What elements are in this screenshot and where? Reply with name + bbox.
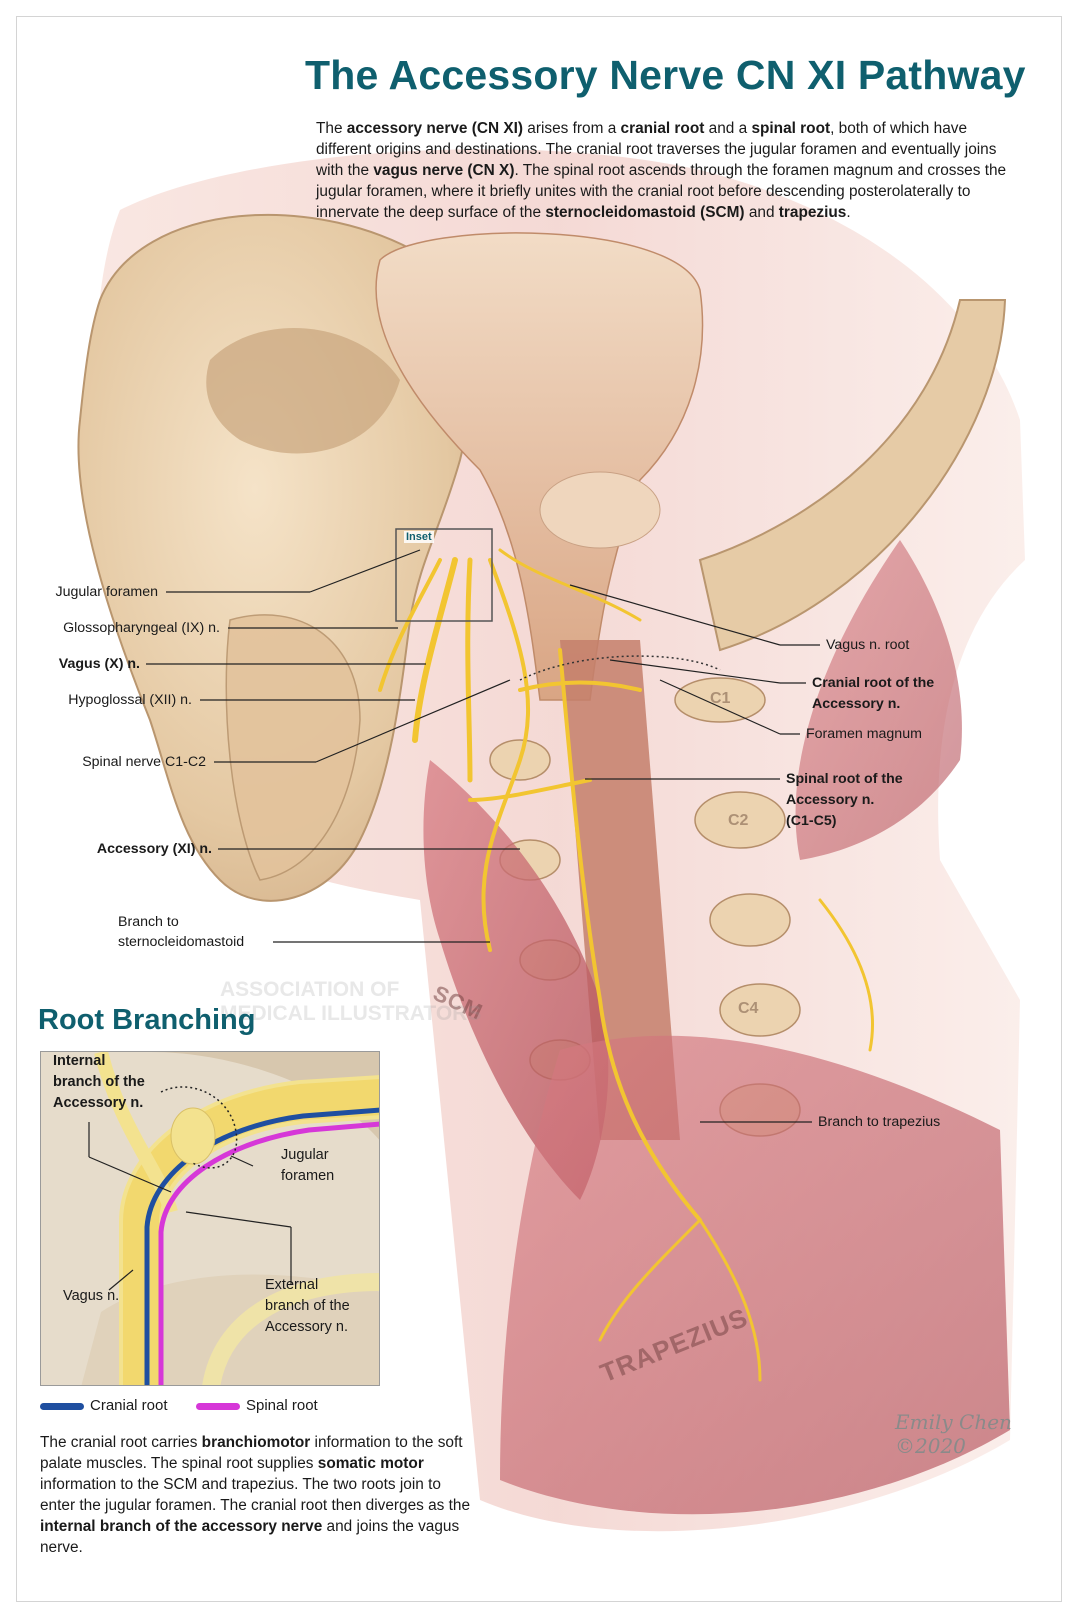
summary-segment: information to the SCM and trapezius. Th… <box>40 1476 471 1514</box>
vertebra-label-c2: C2 <box>728 812 749 829</box>
label-cranial-root-line1: Cranial root of the <box>812 675 935 691</box>
inset-label-internal-line2: branch of the <box>53 1074 145 1090</box>
inset-label-vagus: Vagus n. <box>63 1288 120 1304</box>
intro-segment: sternocleidomastoid (SCM) <box>545 204 745 221</box>
inset-label-internal-line3: Accessory n. <box>53 1095 144 1111</box>
page-title: The Accessory Nerve CN XI Pathway <box>305 52 1026 98</box>
intro-segment: and a <box>704 120 752 137</box>
inset-marker-box <box>395 528 493 622</box>
intro-segment: arises from a <box>523 120 621 137</box>
inset-diagram <box>41 1052 379 1385</box>
legend-spinal-root: Spinal root <box>196 1397 318 1414</box>
artist-signature: Emily Chen ©2020 <box>895 1410 1012 1458</box>
summary-segment: internal branch of the accessory nerve <box>40 1518 323 1535</box>
label-jugular-foramen: Jugular foramen <box>55 584 158 600</box>
legend-swatch-cranial <box>40 1402 84 1410</box>
inset-label-external-line1: External <box>265 1277 319 1293</box>
label-spinal-root-line3: (C1-C5) <box>786 813 837 829</box>
nerves <box>378 548 875 1382</box>
label-spinal-root-line2: Accessory n. <box>786 792 875 808</box>
summary-segment: information to the soft palate muscles. … <box>40 1434 463 1472</box>
summary-paragraph: The cranial root carries branchiomotor i… <box>40 1432 480 1558</box>
intro-segment: The <box>316 120 347 137</box>
foramen-magnum-outline <box>519 655 721 681</box>
label-cranial-root-line2: Accessory n. <box>812 696 901 712</box>
inset-label-external-line3: Accessory n. <box>265 1319 348 1335</box>
intro-segment: . The spinal root ascends through the fo… <box>316 162 1007 221</box>
watermark-line2: MEDICAL ILLUSTRATORS <box>220 1002 482 1025</box>
watermark-line1: ASSOCIATION OF <box>220 978 400 1001</box>
watermark: ASSOCIATION OF MEDICAL ILLUSTRATORS <box>220 978 481 1026</box>
mandible <box>225 614 361 881</box>
legend-label-cranial: Cranial root <box>90 1397 168 1414</box>
label-branch-scm-line1: Branch to <box>118 914 179 930</box>
intro-segment: cranial root <box>620 120 705 137</box>
leader-lines <box>146 549 820 1123</box>
intro-segment: trapezius <box>778 204 847 221</box>
brainstem <box>375 232 704 701</box>
medulla <box>539 471 661 549</box>
intro-paragraph: The accessory nerve (CN XI) arises from … <box>316 118 1016 223</box>
label-foramen-magnum: Foramen magnum <box>806 726 922 742</box>
orbit-shadow <box>206 327 400 454</box>
inset-label-jugular-line2: foramen <box>281 1168 335 1184</box>
inset-label-internal-line1: Internal <box>53 1053 106 1069</box>
intro-segment: and <box>744 204 779 221</box>
summary-segment: somatic motor <box>317 1455 424 1472</box>
root-branching-inset: Internal branch of the Accessory n. Jugu… <box>40 1051 380 1386</box>
intro-segment: . <box>846 204 851 221</box>
vertebra-label-c1: C1 <box>710 690 731 707</box>
trapezius-muscle <box>500 1035 1010 1515</box>
inset-tag: Inset <box>404 531 434 543</box>
label-accessory: Accessory (XI) n. <box>96 841 212 857</box>
legend-label-spinal: Spinal root <box>246 1397 318 1414</box>
inset-label-external-line2: branch of the <box>265 1298 350 1314</box>
label-vagus: Vagus (X) n. <box>58 656 140 672</box>
summary-segment: and joins the vagus nerve. <box>40 1518 460 1556</box>
vertebra-label-c4: C4 <box>738 1000 759 1017</box>
occipital-bone <box>698 299 1007 652</box>
summary-segment: branchiomotor <box>201 1434 311 1451</box>
legend-cranial-root: Cranial root <box>40 1397 168 1414</box>
label-hypoglossal: Hypoglossal (XII) n. <box>68 692 192 708</box>
intro-segment: , both of which have different origins a… <box>316 120 997 179</box>
label-vagus-root: Vagus n. root <box>826 637 910 653</box>
inset-label-jugular-line1: Jugular <box>281 1147 329 1163</box>
intro-segment: spinal root <box>751 120 831 137</box>
summary-segment: The cranial root carries <box>40 1434 202 1451</box>
label-branch-scm-line2: sternocleidomastoid <box>118 934 245 950</box>
label-glossopharyngeal: Glossopharyngeal (IX) n. <box>63 620 220 636</box>
neck-muscle-right <box>795 540 962 860</box>
root-branching-title: Root Branching <box>38 1004 256 1036</box>
legend-swatch-spinal <box>196 1402 240 1410</box>
label-spinal-nerve: Spinal nerve C1-C2 <box>82 754 206 770</box>
intro-segment: vagus nerve (CN X) <box>373 162 515 179</box>
label-spinal-root-line1: Spinal root of the <box>786 771 903 787</box>
label-branch-trapezius: Branch to trapezius <box>818 1114 941 1130</box>
intro-segment: accessory nerve (CN XI) <box>346 120 524 137</box>
